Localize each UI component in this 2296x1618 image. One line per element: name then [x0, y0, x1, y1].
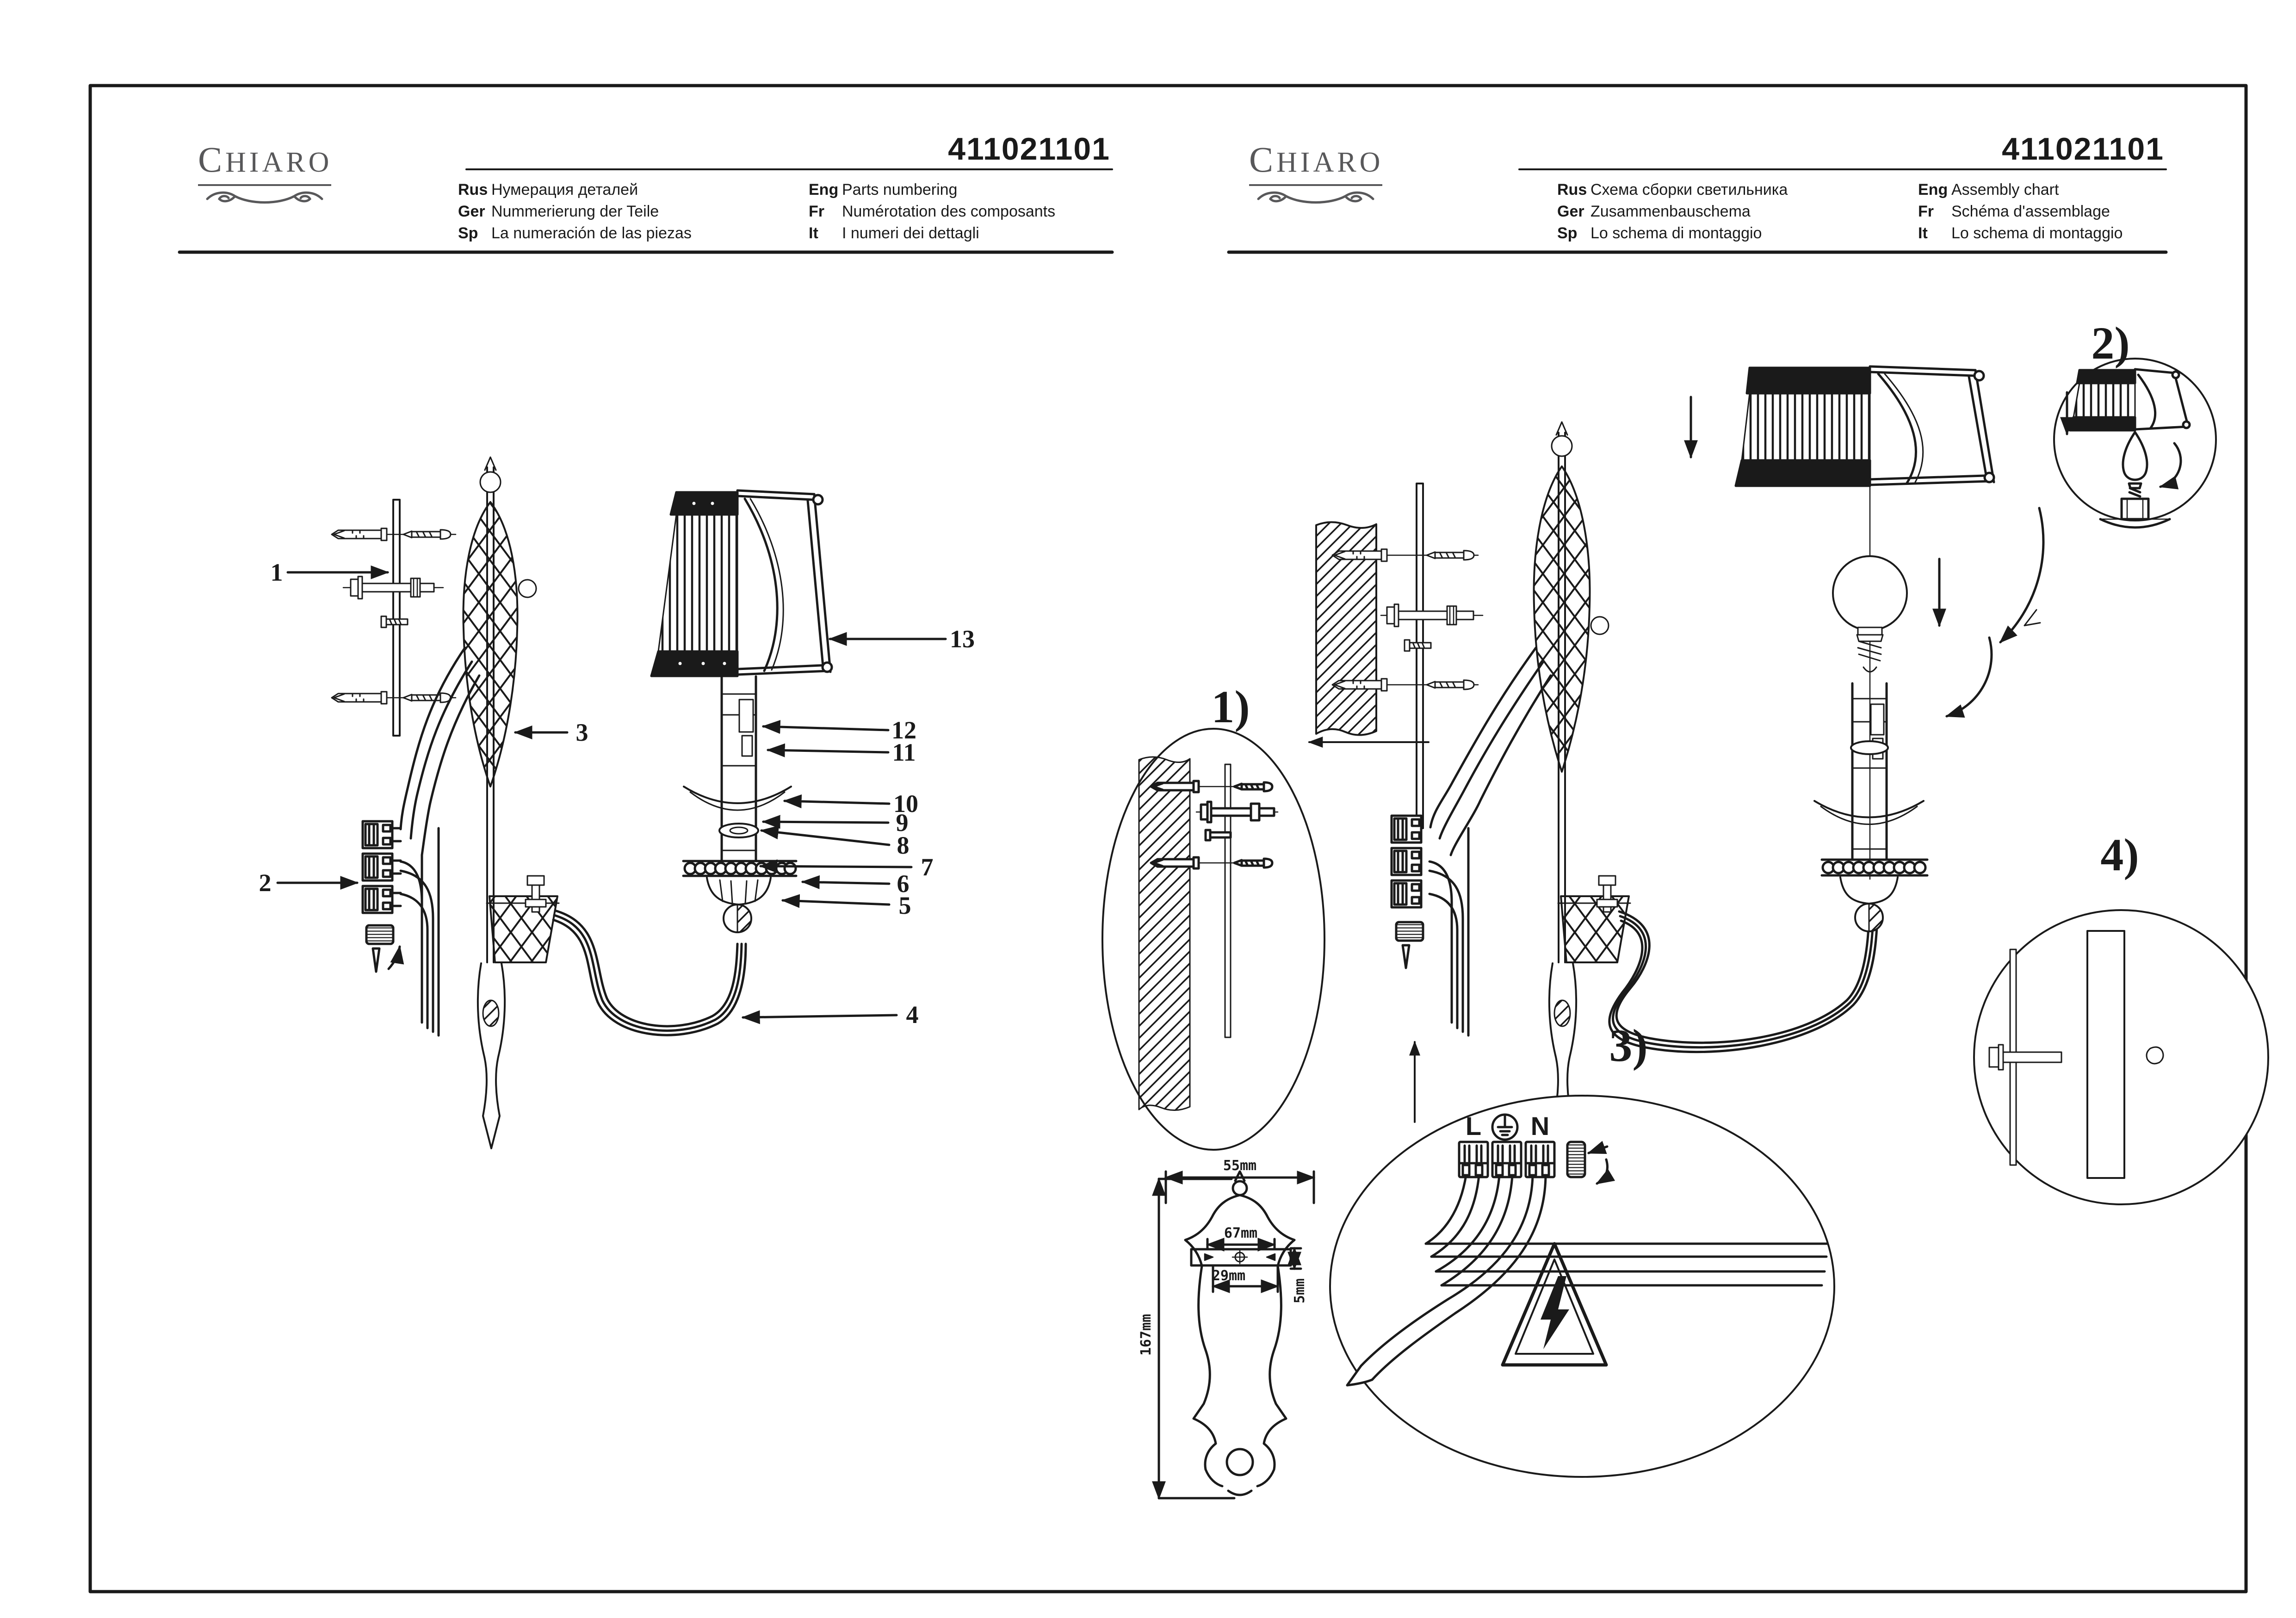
lang-value-eng-left: Parts numbering — [842, 181, 958, 198]
callout-1: 1 — [270, 558, 283, 586]
lang-value-sp-right: Lo schema di montaggio — [1590, 224, 1762, 242]
terminal-block-unit — [361, 885, 402, 914]
model-code-left: 411021101 — [948, 131, 1110, 167]
step-3-label: 3) — [1609, 1020, 1648, 1071]
lang-value-rus-right: Схема сборки светильника — [1590, 181, 1788, 198]
callout-7: 7 — [921, 853, 934, 881]
bulb — [1832, 555, 1908, 673]
dim-bracket-span: 67mm — [1224, 1225, 1258, 1241]
wiring-wires — [1346, 1174, 1829, 1387]
label-sticker — [365, 924, 404, 973]
lang-value-ger-right: Zusammenbauschema — [1590, 203, 1751, 220]
lang-value-fr-left: Numérotation des composants — [842, 203, 1056, 220]
lampshade-right — [1734, 365, 1995, 487]
brand-logo-left: CHIARO — [198, 139, 333, 180]
lightning-bolt-icon — [1541, 1276, 1569, 1349]
model-code-right: 411021101 — [2002, 131, 2164, 167]
wall-plate-right — [1533, 421, 1631, 1149]
callout-3: 3 — [576, 719, 588, 746]
assembly-arrows — [1684, 396, 2045, 718]
lampshade — [650, 489, 833, 677]
brand-underline-left — [198, 184, 331, 186]
step4-detail — [1973, 909, 2269, 1205]
dimension-drawing — [1152, 1170, 1316, 1500]
earth-symbol-icon — [1491, 1113, 1519, 1141]
wire-bundle-right — [1428, 646, 1552, 1037]
terminal-block — [361, 820, 404, 973]
lang-key-ger-left: Ger — [458, 203, 485, 220]
candle-assembly — [682, 675, 798, 933]
left-header-rules — [178, 168, 1114, 254]
lang-key-rus-left: Rus — [458, 181, 488, 198]
callout-11: 11 — [892, 738, 916, 766]
lang-value-rus-left: Нумерация деталей — [491, 181, 638, 198]
lang-value-eng-right: Assembly chart — [1951, 181, 2059, 198]
lang-value-sp-left: La numeración de las piezas — [491, 224, 692, 242]
wago-connectors — [1458, 1141, 1615, 1185]
bobeche-right — [1820, 858, 1929, 877]
callout-13: 13 — [950, 625, 975, 653]
callout-arrows-left — [276, 565, 947, 1024]
callout-6: 6 — [897, 870, 910, 898]
bobeche — [682, 860, 798, 877]
sconce-arm-right — [1608, 906, 1879, 1054]
lang-key-ger-right: Ger — [1557, 203, 1584, 220]
lang-key-eng-right: Eng — [1918, 181, 1948, 198]
lang-key-fr-right: Fr — [1918, 203, 1934, 220]
wiring-neutral-label: N — [1530, 1111, 1550, 1141]
brand-logo-right: CHIARO — [1249, 139, 1384, 180]
wire-bundle — [399, 646, 481, 1037]
dim-bar-offset: 5mm — [1292, 1278, 1308, 1304]
step3-detail-wiring — [1329, 1095, 1835, 1478]
lang-key-it-right: It — [1918, 224, 1928, 242]
callout-2: 2 — [259, 869, 272, 897]
brand-flourish-right — [1257, 191, 1374, 204]
lang-key-eng-left: Eng — [809, 181, 839, 198]
warning-triangle — [1501, 1242, 1608, 1367]
terminal-block-unit — [361, 852, 402, 882]
lang-key-sp-left: Sp — [458, 224, 478, 242]
wiring-live-label: L — [1465, 1111, 1482, 1141]
callout-8: 8 — [897, 831, 910, 859]
terminal-block-unit — [361, 820, 402, 849]
step2-detail — [2053, 358, 2217, 529]
sheet-border — [88, 84, 2248, 1593]
callout-12: 12 — [891, 716, 916, 744]
callout-9: 9 — [896, 809, 909, 837]
lang-key-fr-left: Fr — [809, 203, 824, 220]
brand-underline-right — [1249, 184, 1382, 186]
lang-value-it-left: I numeri dei dettagli — [842, 224, 979, 242]
lang-value-ger-left: Nummerierung der Teile — [491, 203, 659, 220]
dim-hole-offset: 29mm — [1212, 1268, 1246, 1284]
callout-10: 10 — [893, 790, 918, 818]
mounting-bracket — [331, 499, 457, 737]
lang-key-rus-right: Rus — [1557, 181, 1587, 198]
dimension-lines — [1152, 1170, 1316, 1500]
lang-key-sp-right: Sp — [1557, 224, 1578, 242]
left-sconce-drawing — [276, 456, 947, 1149]
callout-4: 4 — [906, 1001, 919, 1029]
terminal-block-right — [1390, 814, 1424, 969]
step1-detail — [1102, 728, 1325, 1151]
dim-plate-height: 167mm — [1138, 1314, 1154, 1356]
dim-top-width: 55mm — [1223, 1158, 1257, 1174]
brand-flourish-left — [206, 191, 323, 204]
sconce-arm — [552, 909, 747, 1036]
lang-value-fr-right: Schéma d'assemblage — [1951, 203, 2110, 220]
step-2-label: 2) — [2091, 317, 2130, 369]
right-header-rules — [1227, 168, 2168, 254]
right-assembly-drawing — [1102, 358, 2269, 1478]
lang-key-it-left: It — [809, 224, 818, 242]
wall-plate — [462, 456, 560, 1149]
step-4-label: 4) — [2100, 829, 2139, 880]
callout-5: 5 — [898, 892, 911, 919]
lang-value-it-right: Lo schema di montaggio — [1951, 224, 2123, 242]
step-1-label: 1) — [1211, 681, 1250, 732]
